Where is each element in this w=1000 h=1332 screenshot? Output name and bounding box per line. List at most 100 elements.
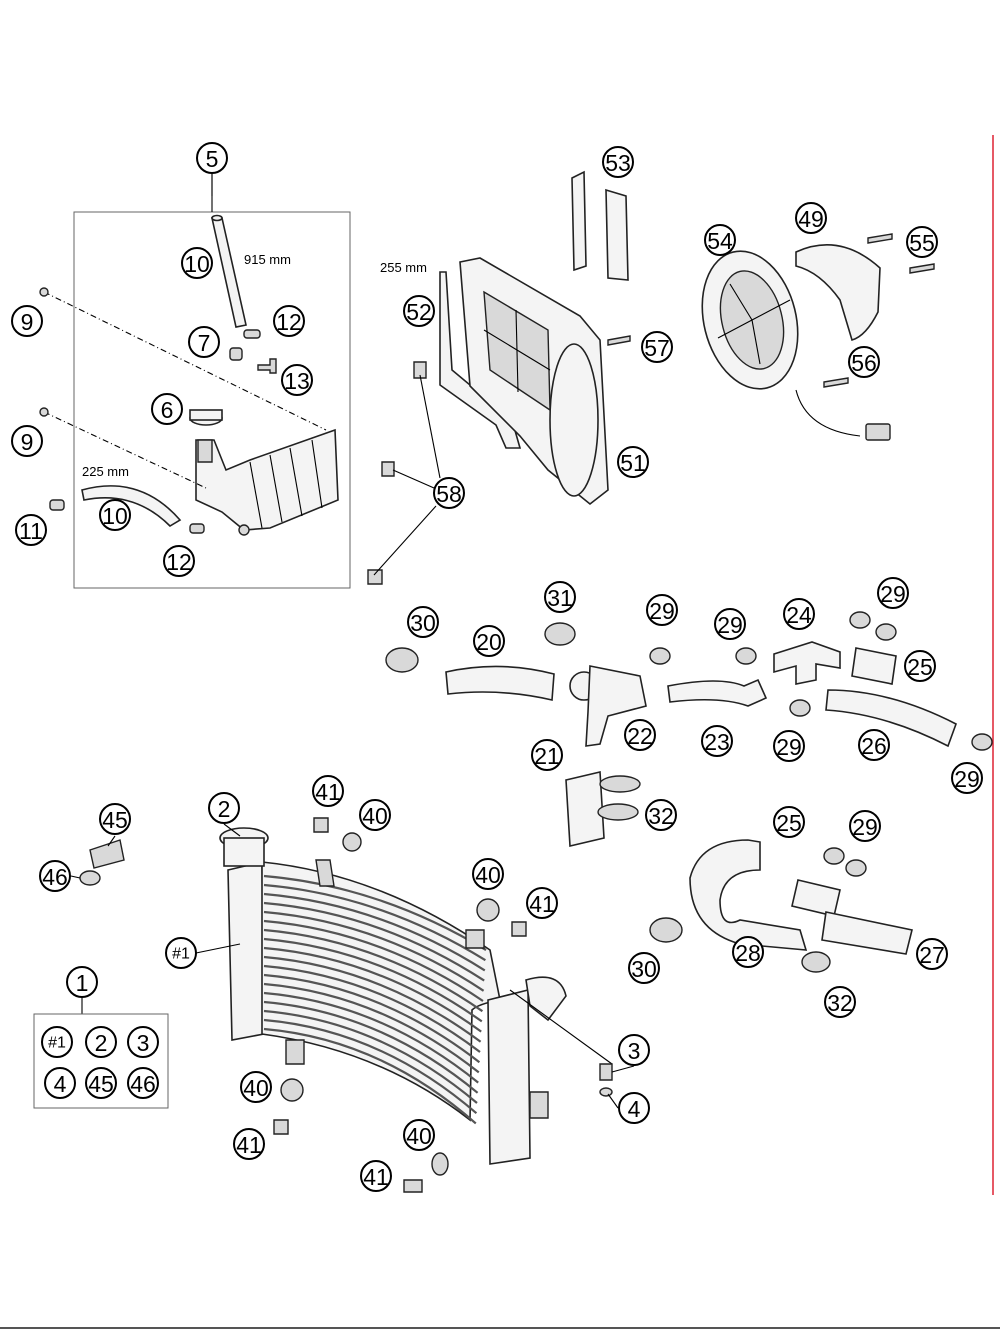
callout-25: 25 (773, 806, 805, 838)
callout-32: 32 (645, 799, 677, 831)
callout-label: 24 (786, 602, 812, 628)
callout-label: 30 (631, 956, 657, 982)
callout-label: 40 (406, 1123, 432, 1149)
hose-25 (851, 647, 897, 685)
callout-label: 10 (102, 503, 128, 529)
callout-label: 32 (827, 990, 853, 1016)
radiator-fin (263, 946, 482, 1033)
callout-label: 56 (851, 350, 877, 376)
callout-label: 9 (21, 309, 34, 335)
callout-label: 41 (529, 891, 555, 917)
callout-label: 40 (475, 862, 501, 888)
callout-label: 4 (628, 1096, 641, 1122)
callout-label: 45 (102, 807, 128, 833)
callout-6: 6 (151, 393, 183, 425)
radiator-fin (263, 1000, 479, 1094)
hose-26 (825, 689, 957, 748)
callout-label: 29 (852, 814, 878, 840)
callout-40: 40 (403, 1119, 435, 1151)
callout-45: 45 (99, 803, 131, 835)
callout-2: 2 (208, 792, 240, 824)
callout-31: 31 (544, 581, 576, 613)
callout-label: 13 (284, 368, 310, 394)
radiator-fin (263, 1027, 477, 1125)
hose-20 (445, 665, 555, 701)
kit-item-46: 46 (127, 1067, 159, 1099)
callout-label: 28 (735, 940, 761, 966)
kit-item-45: 45 (85, 1067, 117, 1099)
expansion-tank-group: 915 mm 225 mm (39, 174, 351, 589)
callout-3: 3 (618, 1034, 650, 1066)
dimension-hose-long: 915 mm (244, 252, 291, 267)
callout-label: 25 (907, 654, 933, 680)
callout-label: 10 (184, 251, 210, 277)
radiator-fin (263, 901, 485, 982)
callout-41: 41 (360, 1160, 392, 1192)
radiator-fin (263, 928, 484, 1013)
callout-label: 29 (649, 598, 675, 624)
kit-item-ref1: #1 (41, 1026, 73, 1058)
radiator-fins (263, 874, 487, 1125)
callout-20: 20 (473, 625, 505, 657)
kit-item-label: 46 (130, 1071, 156, 1097)
callout-label: 9 (21, 429, 34, 455)
callout-54: 54 (704, 224, 736, 256)
radiator-fin (263, 883, 486, 962)
radiator (195, 823, 613, 1165)
callout-58: 58 (433, 477, 465, 509)
radiator-right-tank (487, 988, 531, 1165)
callout-30: 30 (407, 606, 439, 638)
hose-short (81, 485, 182, 528)
radiator-fin (263, 964, 481, 1053)
radiator-fin (263, 1009, 478, 1104)
hose-23 (667, 678, 768, 707)
callout-label: 29 (880, 581, 906, 607)
callout-41: 41 (526, 887, 558, 919)
callout-29: 29 (877, 577, 909, 609)
callout-label: 49 (798, 206, 824, 232)
fan-assembly (701, 233, 935, 441)
callout-label: 25 (776, 810, 802, 836)
fan-cover (795, 244, 881, 341)
hose-28 (689, 839, 808, 951)
callout-26: 26 (858, 729, 890, 761)
temperature-sensor (89, 839, 125, 869)
callout-label: 26 (861, 733, 887, 759)
callout-52: 52 (403, 295, 435, 327)
callout-56: 56 (848, 346, 880, 378)
hose-27 (821, 911, 913, 955)
callout-12: 12 (273, 305, 305, 337)
callout-29: 29 (773, 730, 805, 762)
callout-label: 41 (236, 1132, 262, 1158)
callout-label: 55 (909, 230, 935, 256)
callout-29: 29 (951, 762, 983, 794)
duct-seal (439, 271, 522, 449)
callout-4: 4 (618, 1092, 650, 1124)
dimension-hose-short: 225 mm (82, 464, 129, 479)
callout-label: 29 (954, 766, 980, 792)
callout-label: 3 (628, 1038, 641, 1064)
callout-label: 7 (198, 330, 211, 356)
callout-label: 41 (315, 779, 341, 805)
callout-label: 40 (362, 803, 388, 829)
callout-7: 7 (188, 326, 220, 358)
callout-label: 57 (644, 335, 670, 361)
fan-shroud-group: 255 mm (367, 170, 631, 585)
fasteners (70, 817, 613, 1193)
radiator-left-tank (227, 860, 265, 1041)
callout-label: 29 (776, 734, 802, 760)
callout-57: 57 (641, 331, 673, 363)
callout-40: 40 (472, 858, 504, 890)
callout-label: 31 (547, 585, 573, 611)
callout-label: 54 (707, 228, 733, 254)
callout-label: 12 (166, 549, 192, 575)
flap-left (571, 170, 587, 272)
kit-item-label: 4 (54, 1071, 67, 1097)
radiator-fin (263, 919, 484, 1002)
hose-long (211, 217, 247, 328)
callout-23: 23 (701, 725, 733, 757)
callout-40: 40 (240, 1071, 272, 1103)
callout-label: 46 (42, 864, 68, 890)
callout-9: 9 (11, 305, 43, 337)
